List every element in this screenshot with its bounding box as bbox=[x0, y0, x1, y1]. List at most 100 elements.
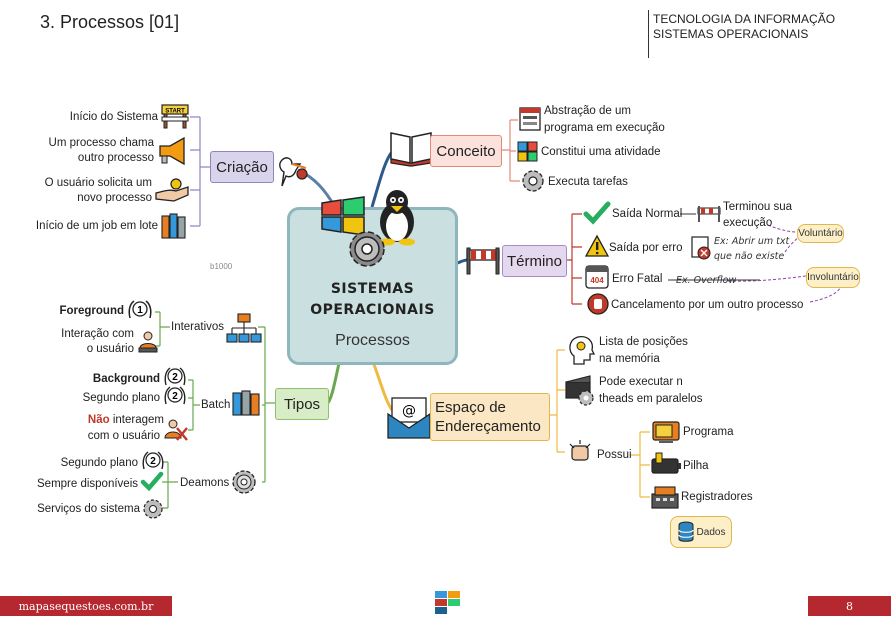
badge-2-text: 2 bbox=[172, 372, 178, 383]
stork-icon bbox=[272, 150, 312, 194]
badge-2c-icon: 2 bbox=[140, 450, 166, 476]
criacao-item-4: Início de um job em lote bbox=[35, 220, 158, 232]
tipos-deamons-item-2: Sempre disponíveis bbox=[37, 478, 138, 490]
termino-label: Término bbox=[506, 252, 562, 270]
criacao-label: Criação bbox=[216, 158, 268, 176]
espaco-label-line1: Espaço de bbox=[435, 399, 506, 416]
criacao-node: Criação bbox=[210, 151, 274, 183]
espaco-label-line2: Endereçamento bbox=[435, 418, 541, 435]
cog-icon bbox=[521, 169, 545, 197]
dados-label: Dados bbox=[696, 526, 726, 538]
central-subtitle: Processos bbox=[335, 332, 410, 349]
termino-item-2: Saída por erro bbox=[609, 242, 683, 254]
stop-hand-icon bbox=[586, 292, 610, 320]
battery-icon bbox=[650, 451, 682, 481]
footer-logo-icon bbox=[433, 588, 463, 622]
criacao-item-2-line2: outro processo bbox=[77, 152, 154, 164]
criacao-item-1: Início do Sistema bbox=[69, 111, 158, 123]
header-divider bbox=[648, 10, 649, 58]
termino-erro-note-line2: que não existe bbox=[714, 251, 785, 262]
error-404-icon: 404 bbox=[584, 264, 610, 294]
warning-icon bbox=[584, 234, 610, 262]
criacao-item-3-line1: O usuário solicita um bbox=[44, 177, 152, 189]
conceito-item-1-line1: Abstração de um bbox=[544, 105, 631, 117]
page-title: 3. Processos [01] bbox=[40, 12, 180, 32]
checkmark-icon bbox=[583, 200, 611, 230]
deamons-gear-icon bbox=[230, 468, 258, 500]
termino-normal-note-line2: execução bbox=[723, 217, 773, 229]
tipos-batch-item-3-line1: Não interagem bbox=[40, 413, 164, 428]
voluntario-label: Voluntário bbox=[798, 228, 843, 239]
termino-item-1: Saída Normal bbox=[612, 208, 683, 220]
start-sign-icon: START bbox=[160, 103, 190, 133]
tipos-interativos-label: Interativos bbox=[171, 321, 225, 333]
possui-item-3: Registradores bbox=[681, 491, 753, 503]
user-computer-icon bbox=[137, 330, 159, 358]
central-title-line1: SISTEMAS bbox=[330, 281, 415, 297]
book-icon bbox=[388, 127, 434, 171]
criacao-item-2-line1: Um processo chama bbox=[48, 137, 154, 149]
termino-erro-note-line1: Ex: Abrir um txt bbox=[714, 236, 790, 247]
termino-item-3: Erro Fatal bbox=[612, 273, 663, 285]
fist-icon bbox=[566, 438, 594, 470]
espaco-item-1-line1: Lista de posições bbox=[599, 336, 688, 348]
badge-2b-text: 2 bbox=[172, 391, 178, 402]
tv-icon bbox=[651, 420, 681, 448]
footer-site-bar[interactable]: mapasequestoes.com.br bbox=[0, 596, 172, 616]
espaco-item-2-line2: theads em paralelos bbox=[599, 393, 703, 405]
gear-icon bbox=[346, 228, 388, 274]
clapper-gear-icon bbox=[564, 374, 596, 410]
tipos-interativos-item-2-line1: Interação com bbox=[61, 328, 134, 340]
linux-penguin-icon bbox=[375, 188, 419, 250]
termino-item-4: Cancelamento por um outro processo bbox=[611, 299, 804, 311]
tipos-interativos-item-2-line2: o usuário bbox=[86, 343, 134, 355]
org-chart-icon bbox=[226, 312, 262, 350]
header-subcategory: SISTEMAS OPERACIONAIS bbox=[653, 27, 809, 41]
criacao-item-3-line2: novo processo bbox=[77, 192, 152, 204]
involuntario-badge: Involuntário bbox=[806, 267, 860, 288]
espaco-item-1-line2: na memória bbox=[599, 353, 660, 365]
puzzle-icon bbox=[516, 140, 540, 166]
badge-1-text: 1 bbox=[137, 305, 143, 316]
error-404-text: 404 bbox=[590, 276, 604, 285]
conceito-node: Conceito bbox=[430, 135, 502, 167]
tipos-batch-item-1: Background bbox=[92, 373, 160, 385]
footer-site-link[interactable]: mapasequestoes.com.br bbox=[18, 599, 154, 613]
page-number: 8 bbox=[846, 599, 853, 613]
windows-logo-icon bbox=[320, 195, 366, 241]
voluntario-badge: Voluntário bbox=[797, 224, 844, 243]
termino-normal-note-line1: Terminou sua bbox=[723, 201, 793, 213]
espaco-possui-label: Possui bbox=[597, 449, 632, 461]
tipos-deamons-item-3: Serviços do sistema bbox=[37, 503, 140, 515]
tipos-batch-item-2: Segundo plano bbox=[82, 392, 160, 404]
barrier-small-icon bbox=[696, 204, 722, 228]
tipos-batch-item-3-line2: com o usuário bbox=[87, 430, 160, 442]
megaphone-icon bbox=[156, 136, 188, 170]
head-idea-icon bbox=[566, 334, 596, 370]
involuntario-label: Involuntário bbox=[807, 272, 859, 283]
termino-node: Término bbox=[502, 245, 567, 277]
tipos-interativos-item-1: Foreground bbox=[59, 305, 124, 317]
register-icon bbox=[650, 484, 680, 514]
binders-icon bbox=[160, 212, 188, 244]
user-cross-icon bbox=[163, 418, 189, 446]
batch-binders-icon bbox=[231, 389, 261, 421]
badge-2-icon: 2 bbox=[162, 366, 188, 392]
termino-fatal-note: Ex. Overflow bbox=[676, 275, 737, 286]
espaco-node: Espaço de Endereçamento bbox=[430, 393, 550, 441]
central-title-line2: OPERACIONAIS bbox=[310, 302, 435, 318]
possui-item-2: Pilha bbox=[683, 460, 709, 472]
tipos-batch-label: Batch bbox=[201, 399, 231, 411]
start-sign-text: START bbox=[165, 109, 185, 115]
tipos-deamons-label: Deamons bbox=[180, 477, 230, 489]
tipos-batch-item-3-rest: interagem bbox=[109, 414, 164, 426]
conceito-item-2: Constitui uma atividade bbox=[541, 146, 661, 158]
conceito-item-3: Executa tarefas bbox=[548, 176, 628, 188]
error-file-icon bbox=[689, 235, 713, 265]
green-check-icon bbox=[140, 470, 164, 496]
small-gear-icon bbox=[142, 498, 164, 524]
dados-badge: Dados bbox=[670, 516, 732, 548]
nao-emphasis: Não bbox=[87, 414, 110, 426]
conceito-label: Conceito bbox=[436, 142, 496, 160]
header-category: TECNOLOGIA DA INFORMAÇÃO bbox=[653, 12, 836, 26]
